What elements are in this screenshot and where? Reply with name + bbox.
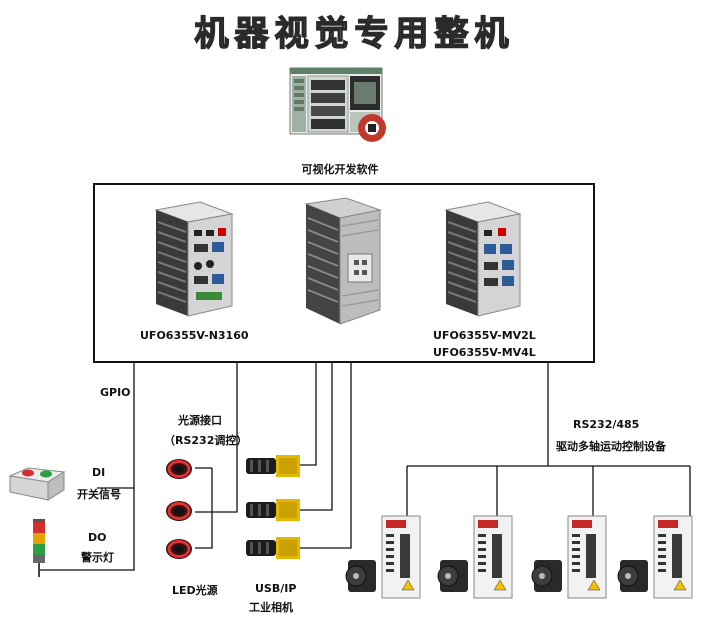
page-title: 机器视觉专用整机: [194, 13, 515, 54]
do-desc: 警示灯: [81, 551, 114, 564]
servo-drive-motor-icon: [614, 514, 706, 600]
industrial-camera-icon: [246, 535, 302, 561]
rs-port-desc: 驱动多轴运动控制设备: [556, 440, 666, 453]
industrial-camera-icon: [246, 453, 302, 479]
software-label: 可视化开发软件: [301, 163, 379, 176]
di-desc: 开关信号: [77, 488, 121, 501]
right-device-model-1: UFO6355V-MV2L: [433, 329, 536, 342]
camera-desc-label: 工业相机: [249, 601, 293, 614]
light-interface-sub: （RS232调控）: [164, 434, 248, 447]
do-code: DO: [88, 531, 107, 544]
software-screenshot-image: [288, 66, 396, 148]
light-interface-label: 光源接口: [178, 414, 222, 427]
servo-drive-motor-icon: [342, 514, 434, 600]
rs-port-label: RS232/485: [573, 418, 640, 431]
led-light-caption: LED光源: [172, 584, 218, 597]
industrial-pc-right-image: [440, 200, 526, 318]
gpio-label: GPIO: [100, 386, 131, 399]
servo-drive-motor-icon: [434, 514, 526, 600]
di-code: DI: [92, 466, 106, 479]
led-ring-light-icon: [164, 537, 194, 561]
industrial-pc-group-box: [93, 183, 595, 363]
servo-drive-motor-icon: [528, 514, 620, 600]
industrial-pc-left-image: [148, 200, 238, 318]
industrial-pc-middle-image: [302, 196, 384, 326]
industrial-camera-icon: [246, 497, 302, 523]
led-ring-light-icon: [164, 457, 194, 481]
switch-box-icon: [8, 462, 66, 502]
warning-light-tower-icon: [29, 519, 49, 579]
left-device-model: UFO6355V-N3160: [140, 329, 249, 342]
right-device-model-2: UFO6355V-MV4L: [433, 346, 536, 359]
led-ring-light-icon: [164, 499, 194, 523]
camera-type-label: USB/IP: [255, 582, 297, 595]
